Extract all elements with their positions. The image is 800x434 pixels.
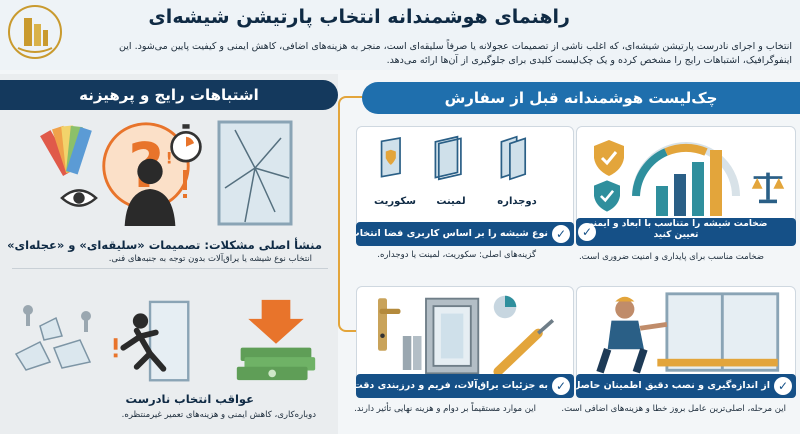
frame-profile-icon [425, 297, 480, 375]
fabric-swatch-icon [40, 125, 92, 176]
securit-glass-icon [380, 136, 401, 178]
shield-check-icon [594, 140, 624, 176]
glass-type-laminate: لمینت [436, 196, 466, 207]
stopwatch-icon [170, 124, 202, 163]
falling-person-icon [113, 300, 190, 382]
checklist-item-3-title: به جزئیات یراق‌آلات، فریم و درزبندی دقت … [356, 374, 574, 398]
origin-title: منشأ اصلی مشکلات: تصمیمات «سلیقه‌ای» و «… [7, 238, 322, 252]
divider [12, 268, 328, 269]
checklist-item-4-title: از اندازه‌گیری و نصب دقیق اطمینان حاصل ک… [576, 374, 796, 398]
alert-icon [183, 170, 187, 198]
pie-chart-icon [493, 295, 517, 319]
checklist-item-1-caption: گزینه‌های اصلی: سکوریت، لمینت یا دوجداره… [377, 250, 536, 260]
confused-person-icon: ! [124, 150, 176, 227]
gauge-icon [632, 142, 740, 216]
checklist-item-4-caption: این مرحله، اصلی‌ترین عامل بروز خطا و هزی… [561, 404, 786, 414]
header [0, 0, 800, 70]
connector-line [338, 96, 364, 332]
origin-text: انتخاب نوع شیشه یا یراق‌آلات بدون توجه ب… [108, 254, 312, 264]
broken-glass-icon [14, 305, 92, 371]
cracked-glass-icon [217, 120, 293, 226]
silicone-gun-icon [493, 319, 555, 377]
eye-icon [60, 189, 98, 207]
svg-text:!: ! [166, 150, 173, 168]
mistakes-heading: اشتباهات رایج و پرهیزنه [0, 80, 338, 110]
shield-check-icon [594, 180, 620, 212]
intro-text: انتخاب و اجرای نادرست پارتیشن شیشه‌ای، ک… [119, 41, 792, 66]
logo-icon [8, 5, 62, 59]
checklist-item-2-caption: ضخامت مناسب برای پایداری و امنیت ضروری ا… [578, 252, 764, 262]
check-icon: ✓ [774, 377, 792, 395]
door-handle-icon [378, 298, 401, 351]
money-icon [236, 299, 316, 381]
glass-type-securit: سکوریت [373, 196, 417, 207]
checklist-item-1-title: نوع شیشه را بر اساس کاربری فضا انتخاب کن… [356, 222, 574, 246]
scale-icon [751, 172, 785, 204]
checklist-item-2-title: ضخامت شیشه را متناسب با ابعاد و ایمنی تع… [576, 218, 796, 246]
check-icon: ✓ [552, 377, 570, 395]
glass-type-double: دوجداره [497, 196, 537, 207]
hinge-icon [402, 336, 422, 370]
checklist-item-3-caption: این موارد مستقیماً بر دوام و هزینه نهایی… [354, 404, 536, 414]
page-title: راهنمای هوشمندانه انتخاب پارتیشن شیشه‌ای [148, 6, 570, 28]
installer-icon [596, 292, 780, 374]
consequence-title: عواقب انتخاب نادرست [125, 392, 254, 406]
check-icon: ✓ [552, 225, 570, 243]
consequence-text: دوباره‌کاری، کاهش ایمنی و هزینه‌های تعمی… [121, 410, 316, 420]
laminated-glass-icon [434, 135, 462, 181]
checklist-heading: چک‌لیست هوشمندانه قبل از سفارش [362, 82, 800, 114]
check-icon: ✓ [578, 223, 596, 241]
double-glazed-icon [500, 135, 527, 181]
